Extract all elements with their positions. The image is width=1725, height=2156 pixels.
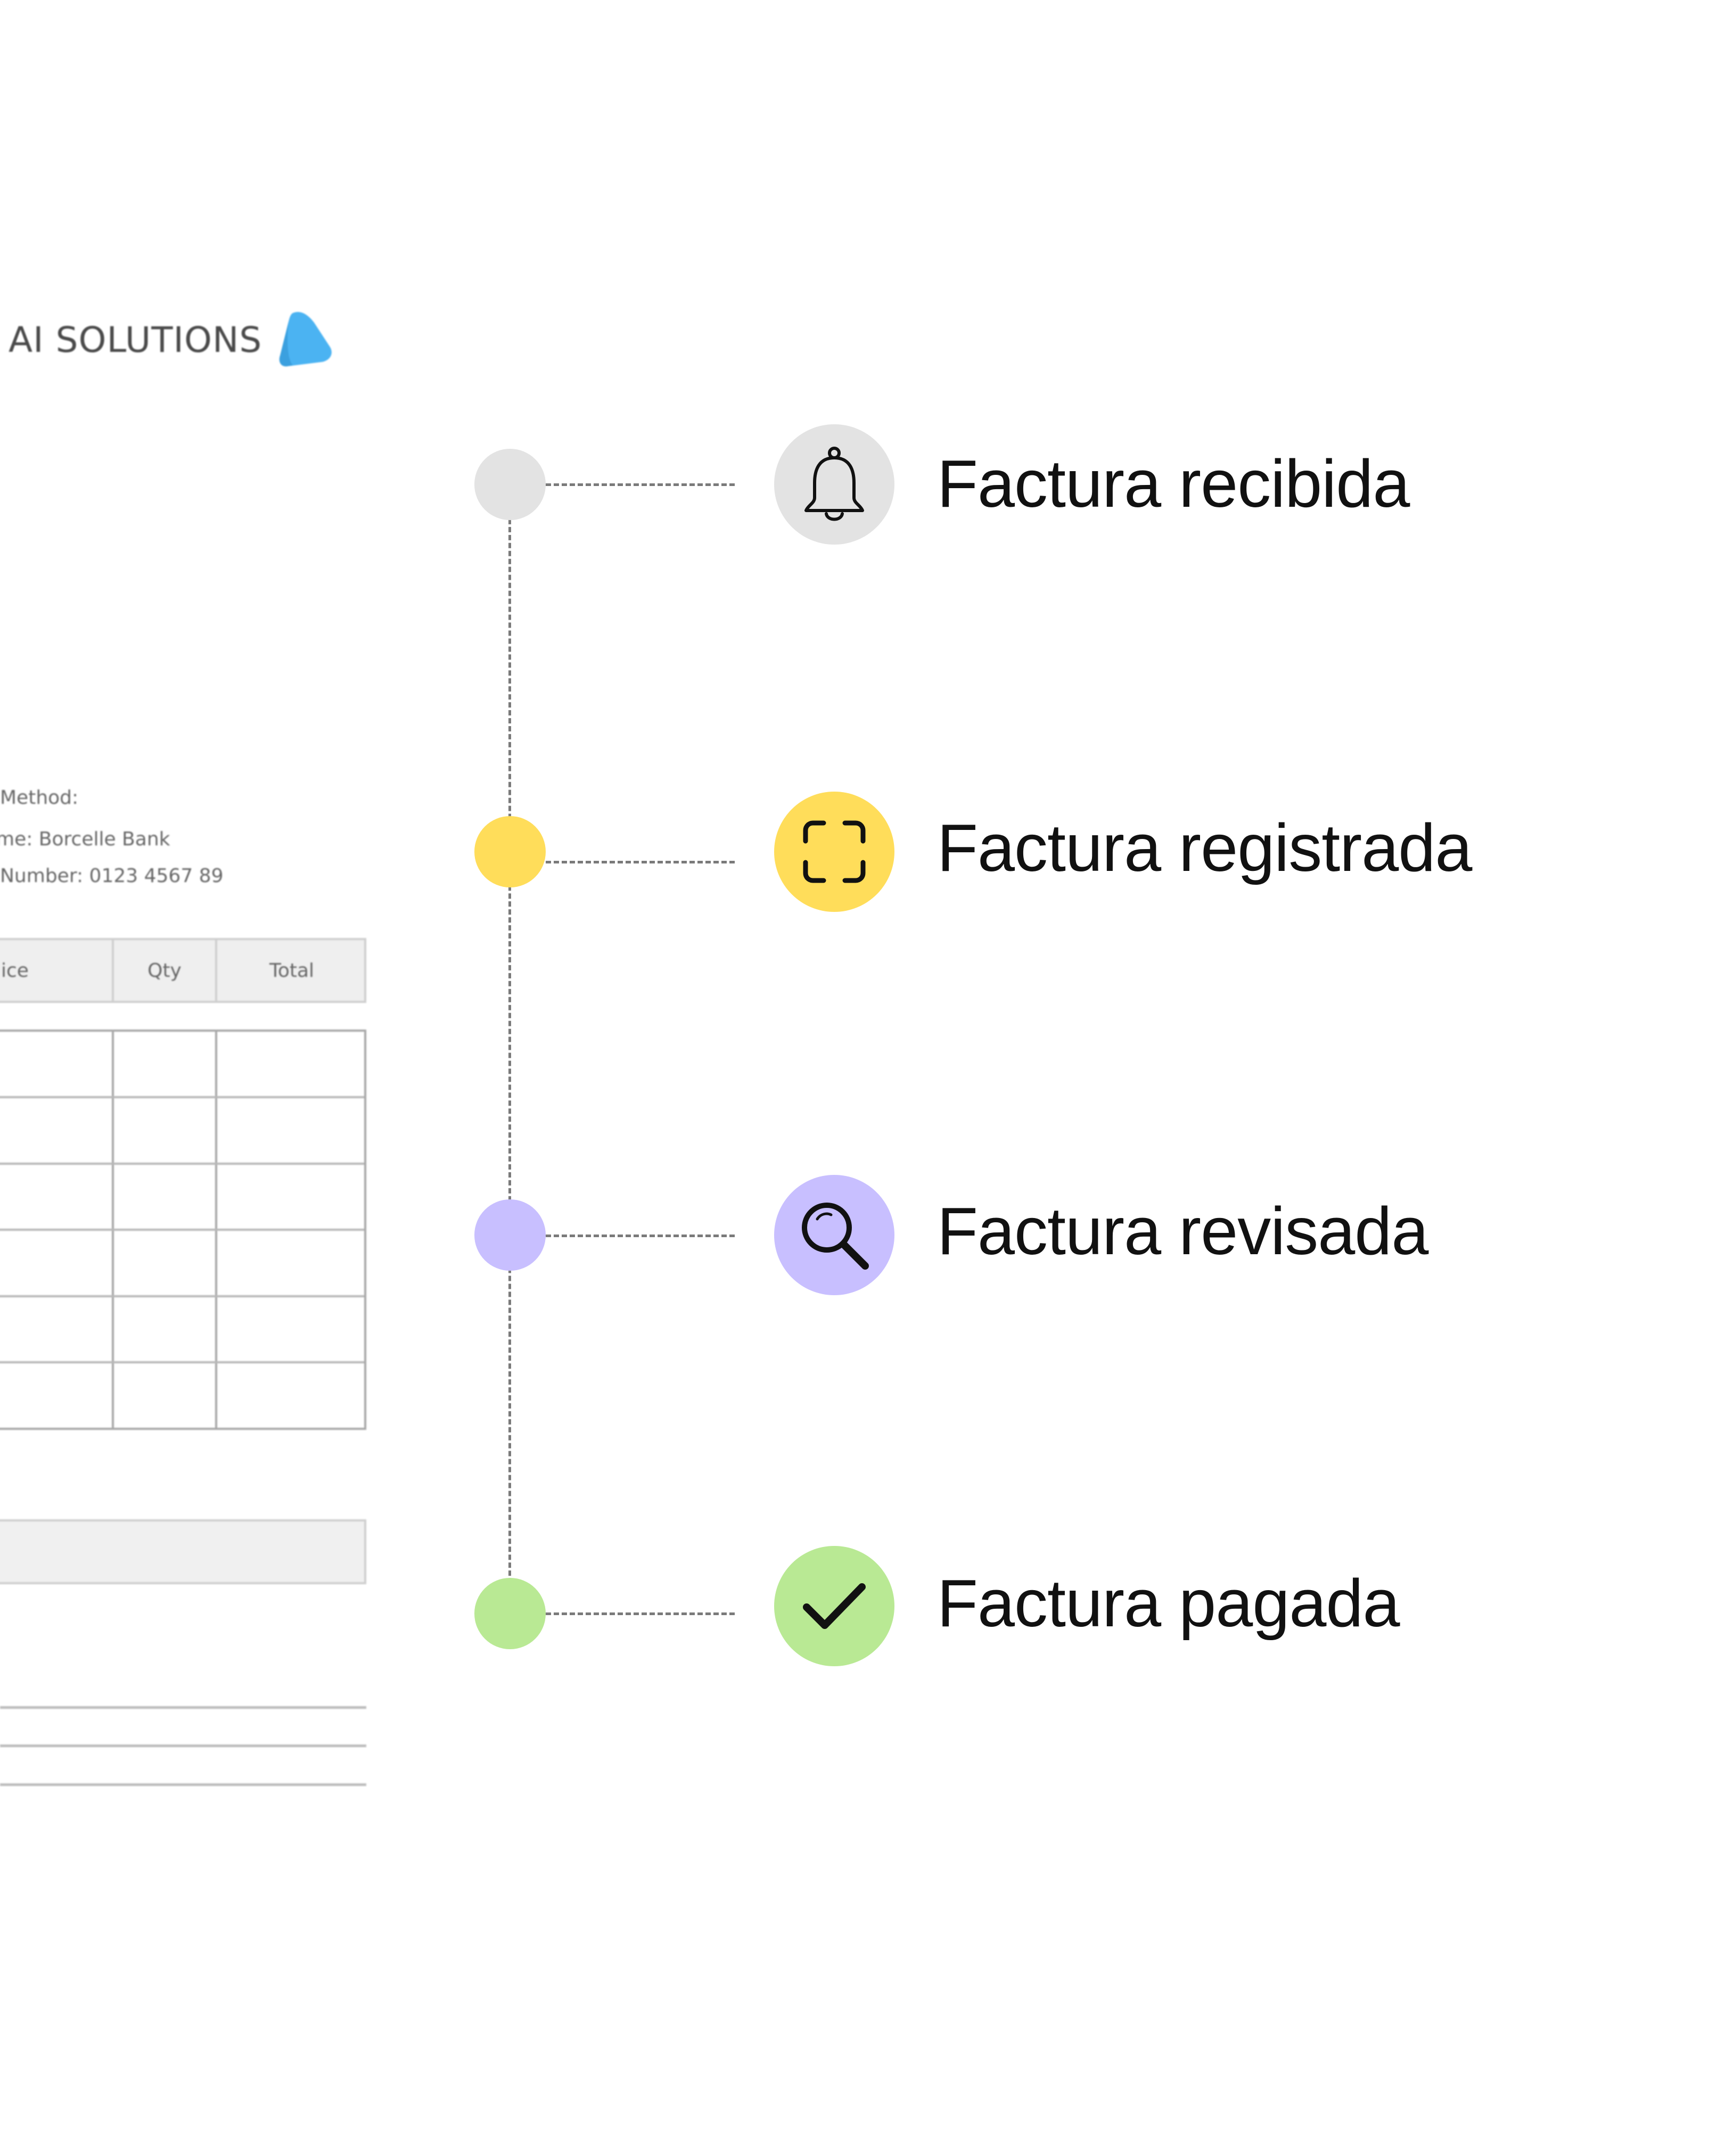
step-connector — [546, 483, 735, 486]
table-row-divider — [0, 1096, 364, 1098]
table-row-divider — [0, 1163, 364, 1165]
payment-bank-name: me: Borcelle Bank — [0, 828, 170, 850]
column-header-price: ice — [0, 940, 114, 1001]
step-connector — [546, 1612, 735, 1615]
column-header-qty: Qty — [114, 940, 217, 1001]
signature-rule — [0, 1744, 366, 1747]
timeline-step-reviewed: Factura revisada — [0, 1174, 1725, 1296]
brand-name: AI SOLUTIONS — [9, 319, 262, 360]
payment-account-number: Number: 0123 4567 89 — [0, 865, 224, 887]
step-dot — [474, 1578, 546, 1649]
magnifier-icon — [797, 1198, 872, 1272]
step-icon-circle — [774, 1546, 894, 1666]
brand-logo-icon — [277, 309, 335, 371]
table-row-divider — [0, 1229, 364, 1231]
column-header-total: Total — [269, 959, 315, 982]
timeline-step-registered: Factura registrada — [0, 791, 1725, 913]
step-connector — [546, 861, 735, 863]
scan-frame-icon — [801, 819, 867, 885]
timeline-line — [508, 495, 511, 1608]
table-row-divider — [0, 1361, 364, 1363]
invoice-total-box — [0, 1519, 366, 1584]
invoice-document: AI SOLUTIONS Method: me: Borcelle Bank N… — [0, 0, 383, 1863]
step-dot — [474, 449, 546, 520]
step-connector — [546, 1235, 735, 1237]
bell-icon — [800, 445, 869, 524]
checkmark-icon — [801, 1579, 867, 1633]
invoice-table-body — [0, 1030, 366, 1430]
signature-rule — [0, 1706, 366, 1709]
step-icon-circle — [774, 792, 894, 912]
timeline-step-received: Factura recibida — [0, 423, 1725, 546]
invoice-brand: AI SOLUTIONS — [9, 310, 335, 369]
step-label: Factura pagada — [937, 1566, 1400, 1641]
step-icon-circle — [774, 1175, 894, 1295]
timeline-step-paid: Factura pagada — [0, 1544, 1725, 1666]
step-label: Factura registrada — [937, 810, 1472, 885]
step-label: Factura revisada — [937, 1194, 1428, 1269]
step-dot — [474, 1199, 546, 1271]
invoice-table-header: ice Qty Total — [0, 938, 366, 1003]
step-icon-circle — [774, 424, 894, 545]
signature-rule — [0, 1783, 366, 1786]
step-label: Factura recibida — [937, 446, 1410, 521]
table-row-divider — [0, 1295, 364, 1297]
payment-method-label: Method: — [0, 787, 79, 809]
step-dot — [474, 816, 546, 887]
